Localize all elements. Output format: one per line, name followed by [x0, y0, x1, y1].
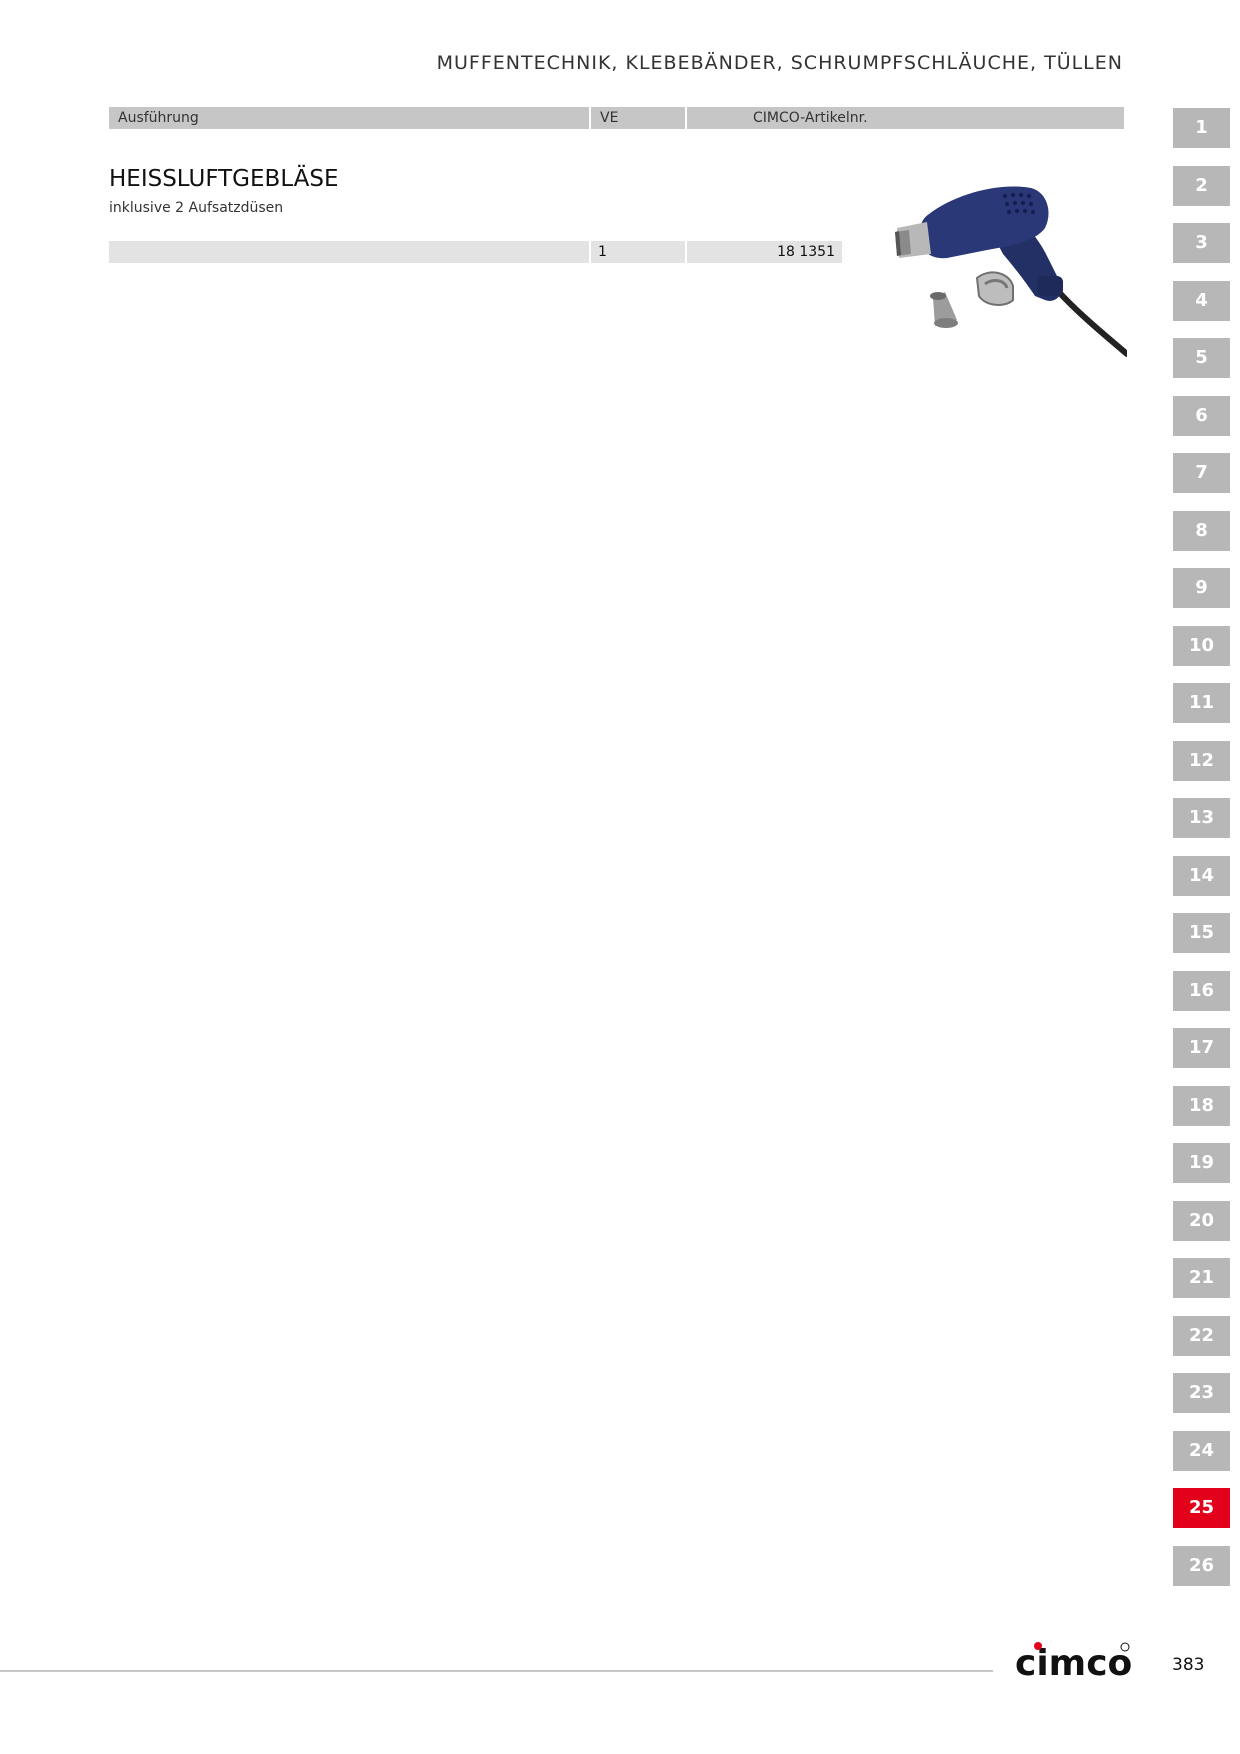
chapter-tab-25[interactable]: 25 — [1173, 1488, 1230, 1528]
chapter-tab-13[interactable]: 13 — [1173, 798, 1230, 838]
table-header-row: Ausführung VE CIMCO-Artikelnr. — [109, 107, 1124, 129]
chapter-tab-5[interactable]: 5 — [1173, 338, 1230, 378]
product-title: HEISSLUFTGEBLÄSE — [109, 166, 339, 192]
chapter-tab-6[interactable]: 6 — [1173, 396, 1230, 436]
chapter-tab-24[interactable]: 24 — [1173, 1431, 1230, 1471]
logo-text: cimco — [1015, 1643, 1131, 1682]
chapter-tab-16[interactable]: 16 — [1173, 971, 1230, 1011]
chapter-tab-20[interactable]: 20 — [1173, 1201, 1230, 1241]
page-number: 383 — [1172, 1655, 1205, 1675]
chapter-tab-3[interactable]: 3 — [1173, 223, 1230, 263]
cell-ve: 1 — [591, 241, 685, 263]
column-header-ausfuehrung: Ausführung — [109, 107, 589, 129]
chapter-tab-7[interactable]: 7 — [1173, 453, 1230, 493]
cell-artikelnr: 18 1351 — [687, 241, 842, 263]
chapter-tab-11[interactable]: 11 — [1173, 683, 1230, 723]
table-row: 1 18 1351 — [109, 241, 842, 263]
cimco-logo: cimco — [1011, 1640, 1132, 1684]
chapter-tab-19[interactable]: 19 — [1173, 1143, 1230, 1183]
chapter-tab-8[interactable]: 8 — [1173, 511, 1230, 551]
chapter-tab-2[interactable]: 2 — [1173, 166, 1230, 206]
chapter-tab-12[interactable]: 12 — [1173, 741, 1230, 781]
chapter-tab-15[interactable]: 15 — [1173, 913, 1230, 953]
section-title: MUFFENTECHNIK, KLEBEBÄNDER, SCHRUMPFSCHL… — [436, 52, 1123, 74]
cell-ausfuehrung — [109, 241, 589, 263]
chapter-tab-1[interactable]: 1 — [1173, 108, 1230, 148]
chapter-tab-23[interactable]: 23 — [1173, 1373, 1230, 1413]
heat-gun-icon — [895, 186, 1130, 357]
product-image — [865, 172, 1130, 357]
chapter-tab-14[interactable]: 14 — [1173, 856, 1230, 896]
chapter-tab-26[interactable]: 26 — [1173, 1546, 1230, 1586]
chapter-tab-17[interactable]: 17 — [1173, 1028, 1230, 1068]
chapter-tab-22[interactable]: 22 — [1173, 1316, 1230, 1356]
product-subtitle: inklusive 2 Aufsatzdüsen — [109, 200, 284, 216]
column-header-ve: VE — [591, 107, 685, 129]
chapter-tab-4[interactable]: 4 — [1173, 281, 1230, 321]
chapter-tab-18[interactable]: 18 — [1173, 1086, 1230, 1126]
chapter-tab-21[interactable]: 21 — [1173, 1258, 1230, 1298]
registered-mark-icon — [1120, 1642, 1130, 1652]
chapter-tab-10[interactable]: 10 — [1173, 626, 1230, 666]
logo-dot-icon — [1034, 1642, 1042, 1650]
footer-line — [0, 1670, 993, 1672]
column-header-artikelnr: CIMCO-Artikelnr. — [687, 107, 1124, 129]
chapter-tab-9[interactable]: 9 — [1173, 568, 1230, 608]
